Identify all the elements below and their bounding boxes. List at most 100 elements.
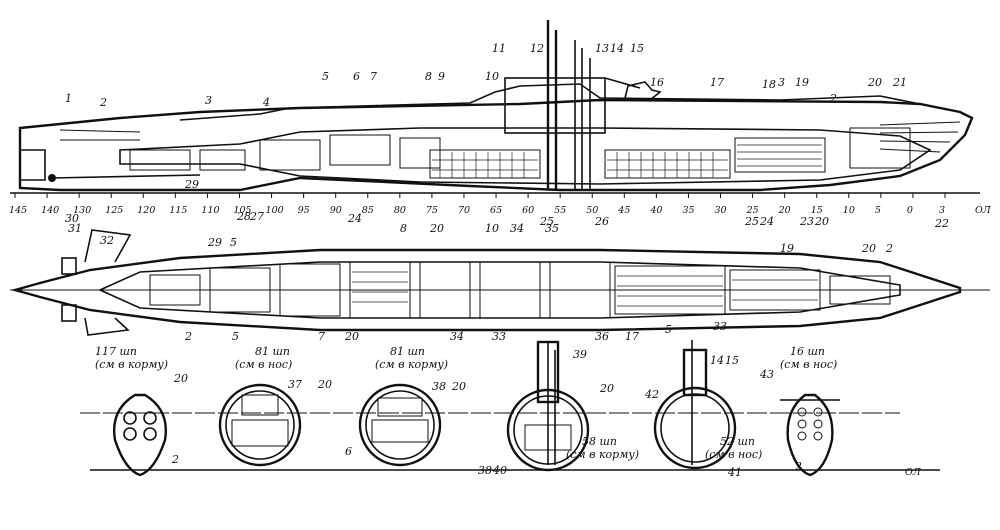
section-6-caption-1: 16 шп	[790, 345, 825, 358]
profile-hull-outline	[18, 98, 974, 192]
section-1: 117 шп (см в корму)	[95, 345, 168, 477]
section-2-caption-1: 81 шп	[255, 345, 290, 358]
profile-deck-line	[179, 83, 921, 121]
frame-number: 145	[9, 205, 27, 216]
frame-number: 55	[554, 205, 566, 216]
section-callout: 2	[794, 460, 802, 473]
profile-callout: 24	[347, 212, 362, 225]
frame-number: 30	[715, 205, 727, 216]
plan-callout: 10	[485, 222, 499, 235]
plan-callout: 31	[68, 222, 82, 235]
frame-number: 25	[746, 205, 759, 216]
section-3: 81 шп (см в корму)	[358, 345, 448, 467]
section-callout: 20	[173, 372, 188, 385]
frame-number: 125	[105, 205, 123, 216]
profile-callout: 23	[799, 215, 814, 228]
frame-number: 70	[458, 205, 470, 216]
profile-callout: 1	[65, 92, 72, 105]
section-callout: 43	[759, 368, 774, 381]
plan-callout: 29	[207, 236, 222, 249]
section-1-caption-1: 117 шп	[95, 345, 137, 358]
frame-number: 115	[169, 205, 187, 216]
profile-callout: 16	[650, 76, 664, 89]
section-callout: 15	[725, 354, 739, 367]
section-callout: 38	[478, 464, 492, 477]
frame-number: 105	[233, 205, 251, 216]
frame-number: 95	[298, 205, 310, 216]
deck-gun	[623, 81, 662, 101]
profile-callout: 22	[934, 217, 949, 230]
frame-number: 140	[41, 205, 59, 216]
plan-callout: 8	[400, 222, 407, 235]
frame-number: 110	[201, 205, 219, 216]
profile-callout: 17	[710, 76, 724, 89]
profile-callout: 10	[485, 70, 499, 83]
plan-callout: 33	[713, 320, 727, 333]
propeller-shaft	[51, 174, 201, 179]
section-6-caption-2: (см в нос)	[780, 358, 837, 371]
frame-number: 65	[490, 205, 502, 216]
profile-callout: 25	[539, 215, 554, 228]
plan-callout: 20	[429, 222, 444, 235]
frame-number: 20	[778, 205, 791, 216]
section-5: 52 шп (см в нос)	[653, 340, 762, 470]
plan-callout: 2	[184, 330, 192, 343]
section-callout: 2	[171, 453, 179, 466]
deck-gun-barrel	[604, 77, 641, 89]
profile-callout: 18	[762, 78, 776, 91]
frame-number: 75	[426, 205, 438, 216]
plan-callout: 36	[595, 330, 609, 343]
profile-callout: 4	[262, 96, 270, 109]
section-3-caption-2: (см в корму)	[375, 358, 448, 371]
profile-callout: 5	[322, 70, 329, 83]
frame-number: 120	[137, 205, 155, 216]
section-4: 58 шп (см в корму)	[506, 340, 639, 472]
profile-callout: 6	[353, 70, 360, 83]
profile-callout: 14	[610, 42, 624, 55]
profile-callout: 19	[795, 76, 809, 89]
plan-callout: 20	[861, 242, 876, 255]
section-callout: 20	[451, 380, 466, 393]
frame-number: 90	[330, 205, 342, 216]
section-2-caption-2: (см в нос)	[235, 358, 292, 371]
profile-callout: 20	[867, 76, 882, 89]
frame-number: 35	[682, 205, 694, 216]
profile-callout: 7	[370, 70, 377, 83]
section-baseline-label: ОЛ	[905, 467, 922, 478]
stern-rudder-plan-lower	[61, 304, 77, 322]
section-callout: 37	[288, 378, 302, 391]
section-callout: 40	[492, 464, 507, 477]
section-6: 16 шп (см в нос)	[780, 345, 840, 477]
plan-callout: 32	[100, 234, 114, 247]
profile-callout: 13	[595, 42, 609, 55]
profile-compartments	[129, 127, 911, 179]
section-2: 81 шп (см в нос)	[218, 345, 302, 467]
profile-pressure-hull	[119, 127, 932, 185]
stern-torpedo-tubes	[59, 129, 141, 141]
plan-callout: 35	[545, 222, 559, 235]
battery-cells	[432, 144, 822, 178]
section-callout: 42	[644, 388, 659, 401]
cross-sections: ОЛ 117 шп (см в корму) 81 шп (см в нос) …	[80, 340, 940, 479]
plan-callout: 2	[885, 242, 893, 255]
profile-callout: 15	[630, 42, 644, 55]
section-callout: 14	[710, 354, 724, 367]
profile-callout: 28	[236, 210, 251, 223]
baseline-label: ОЛ	[975, 205, 992, 216]
profile-callout: 24	[759, 215, 774, 228]
section-4-caption-2: (см в корму)	[566, 448, 639, 461]
bow-torpedo-tubes	[879, 121, 961, 153]
frame-number: 80	[394, 205, 406, 216]
plan-compartments	[149, 261, 891, 319]
frame-number: 3	[939, 205, 945, 216]
profile-callout: 9	[438, 70, 445, 83]
profile-callout: 2	[99, 96, 107, 109]
frame-number: 85	[362, 205, 374, 216]
section-callout: 20	[599, 382, 614, 395]
frame-number: 15	[811, 205, 823, 216]
section-5-caption-1: 52 шп	[720, 435, 755, 448]
section-callout: 39	[573, 348, 587, 361]
plan-callout: 17	[625, 330, 639, 343]
plan-callout: 5	[232, 330, 239, 343]
